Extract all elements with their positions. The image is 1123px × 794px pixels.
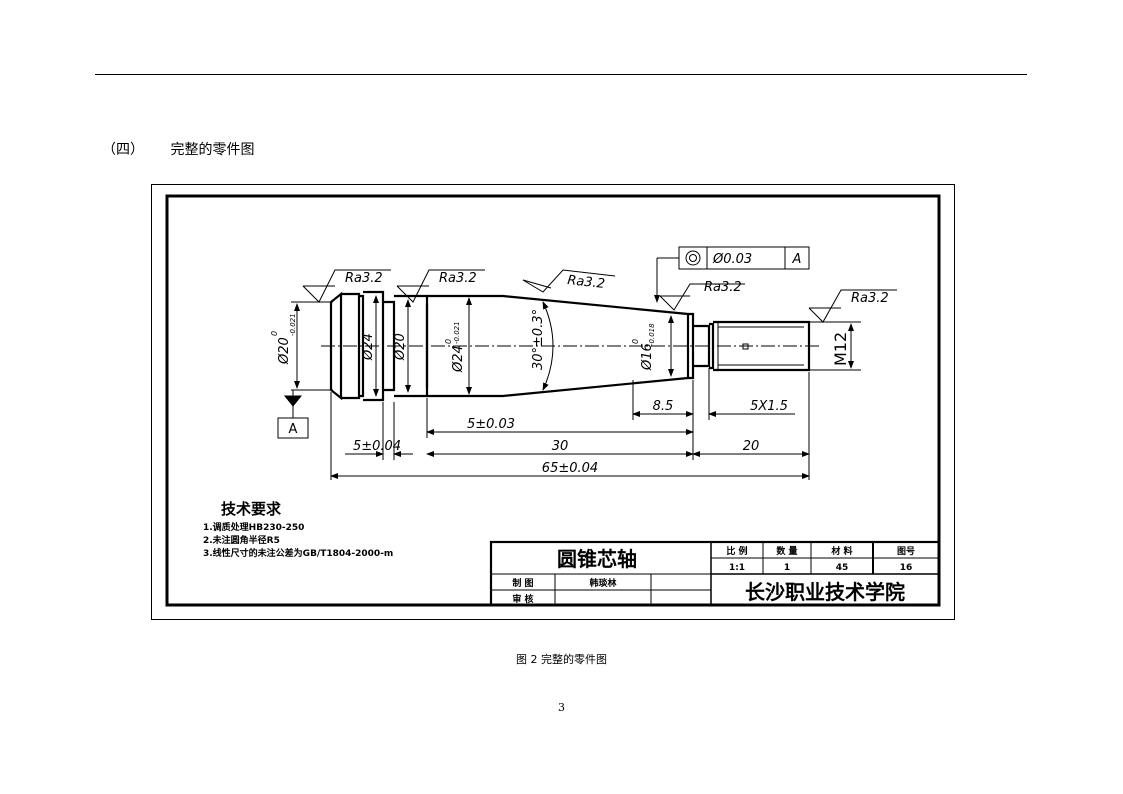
section-title: 完整的零件图 [170,142,255,158]
dim-20: 20 [743,439,760,454]
dim-30: 30 [552,439,569,454]
section-number: （四） [102,142,144,158]
dim-d16: Ø16 [640,343,655,371]
left-diameter-dim [283,301,333,407]
header-drawing-no: 图号 [897,546,915,557]
drawn-name: 韩琰林 [589,577,617,589]
dim-5-004: 5±0.04 [353,439,401,454]
part-name: 圆锥芯轴 [557,547,637,571]
dim-8-5: 8.5 [653,399,674,414]
drawn-label: 制 图 [512,577,533,589]
roughness-1: Ra3.2 [345,271,383,286]
dim-d20-tol-lower: -0.021 [289,313,297,336]
roughness-4: Ra3.2 [704,280,742,295]
dim-d24b: Ø24 [451,345,466,373]
roughness-symbols [302,269,897,323]
value-qty: 1 [784,563,790,573]
figure-caption: 图 2 完整的零件图 [516,653,607,666]
value-material: 45 [836,563,849,573]
header-rule [95,74,1027,75]
tech-req-item-1: 1.调质处理HB230-250 [203,521,304,533]
dim-d20b: Ø20 [393,333,408,361]
thread-dim [809,321,861,371]
extension-lines [330,368,810,480]
dim-d24: Ø24 [361,333,376,361]
page-number: 3 [558,701,565,714]
dim-taper: 30°±0.3° [531,309,546,370]
outer-frame [151,184,955,620]
roughness-2: Ra3.2 [439,271,477,286]
roughness-5: Ra3.2 [851,291,889,306]
tech-req-title: 技术要求 [221,500,282,518]
dim-5-003: 5±0.03 [467,417,515,432]
dim-65: 65±0.04 [542,461,598,476]
header-qty: 数 量 [776,545,797,557]
school-name: 长沙职业技术学院 [745,580,905,604]
header-material: 材 料 [830,545,852,557]
datum-label: A [289,422,298,437]
checked-label: 审 核 [512,593,533,605]
roughness-3: Ra3.2 [567,273,606,292]
dim-d20: Ø20 [277,337,292,365]
dim-thread: M12 [831,332,850,366]
dim-d24b-tol-lower: -0.021 [453,321,461,344]
tolerance-datum: A [792,252,802,267]
value-scale: 1:1 [729,563,745,573]
tech-req-item-3: 3.线性尺寸的未注公差为GB/T1804-2000-m [203,547,393,559]
dim-d20-tol-upper: 0 [270,331,279,336]
shaft-outline [329,290,811,402]
value-drawing-no: 16 [900,563,913,573]
header-scale: 比 例 [726,545,747,557]
dim-d24b-tol-upper: 0 [444,339,453,344]
title-block [489,540,941,607]
dim-d16-tol-lower: -0.018 [648,323,656,346]
inner-dimension-lines [373,295,674,397]
tech-req-item-2: 2.未注圆角半径R5 [203,534,280,546]
dim-d16-tol-upper: 0 [631,339,640,344]
part-drawing: Ø20 0 -0.021 A Ø24 Ø20 Ø24 0 -0.021 30°±… [151,184,955,620]
section-heading: （四） 完整的零件图 [102,139,254,159]
tolerance-value: Ø0.03 [712,252,752,267]
tolerance-frame [654,246,810,303]
length-dimension-lines [330,411,810,479]
dim-5x1-5: 5X1.5 [750,399,788,414]
